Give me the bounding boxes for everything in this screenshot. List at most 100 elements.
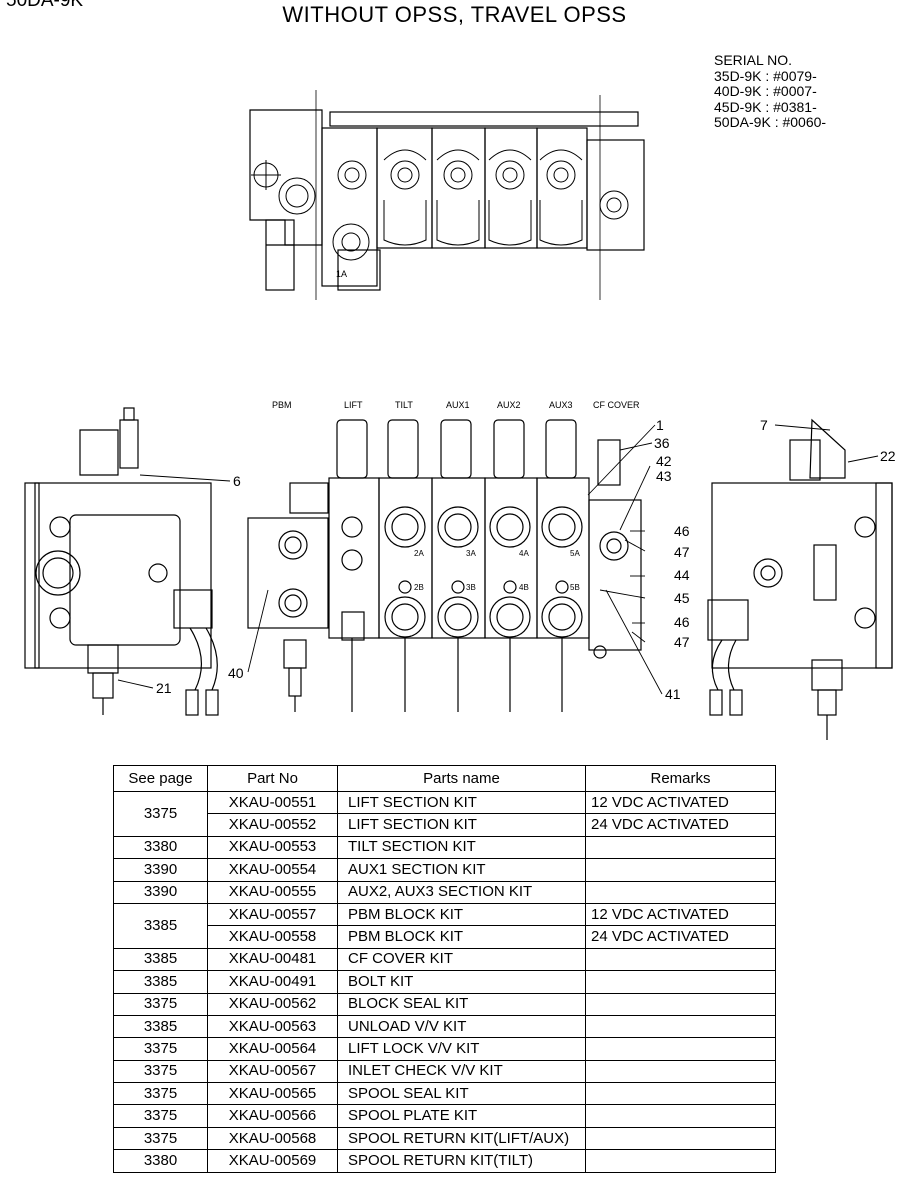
see-page-cell: 3385: [113, 947, 208, 972]
parts-name-cell: LIFT LOCK V/V KIT: [337, 1037, 586, 1061]
callout-40: 40: [228, 665, 244, 681]
valve-drawing: 1A PBM LIFT TILT AUX1 AUX2 AUX3 CF COVER: [24, 90, 896, 740]
port-label-5a: 5A: [570, 549, 580, 558]
parts-name-cell: PBM BLOCK KIT: [337, 925, 586, 949]
remarks-cell: [585, 1037, 776, 1061]
table-header-row: See page Part No Parts name Remarks: [113, 765, 776, 792]
part-no-cell: XKAU-00563: [207, 1014, 338, 1039]
table-row: 3380 XKAU-00553 TILT SECTION KIT: [113, 835, 776, 860]
parts-name-cell: AUX1 SECTION KIT: [337, 858, 586, 882]
section-label-aux2: AUX2: [497, 400, 521, 410]
section-label-lift: LIFT: [344, 400, 363, 410]
left-side-view: [24, 407, 219, 716]
remarks-cell: [585, 1059, 776, 1084]
table-row: 3375 XKAU-00568 SPOOL RETURN KIT(LIFT/AU…: [113, 1126, 776, 1151]
model-label: 50DA-9K: [6, 0, 84, 11]
table-row: 3375 XKAU-00551 LIFT SECTION KIT 12 VDC …: [113, 790, 776, 837]
part-no-cell: XKAU-00565: [207, 1082, 338, 1106]
port-label-3b: 3B: [466, 583, 476, 592]
see-page-cell: 3380: [113, 1149, 208, 1173]
serial-heading: SERIAL NO.: [714, 52, 793, 68]
see-page-cell: 3385: [113, 970, 208, 994]
column-header-parts-name: Parts name: [337, 765, 586, 792]
parts-name-cell: LIFT SECTION KIT: [337, 790, 586, 815]
port-label-4b: 4B: [519, 583, 529, 592]
part-no-cell: XKAU-00555: [207, 880, 338, 904]
table-row: 3385 XKAU-00557 PBM BLOCK KIT 12 VDC ACT…: [113, 902, 776, 949]
section-label-aux1: AUX1: [446, 400, 470, 410]
remarks-cell: [585, 970, 776, 994]
parts-name-cell: BLOCK SEAL KIT: [337, 992, 586, 1016]
part-no-cell: XKAU-00569: [207, 1149, 338, 1173]
part-no-cell: XKAU-00553: [207, 835, 338, 860]
table-row: 3390 XKAU-00554 AUX1 SECTION KIT: [113, 858, 776, 882]
parts-name-cell: BOLT KIT: [337, 970, 586, 994]
right-side-view: [707, 418, 893, 740]
see-page-cell: 3390: [113, 880, 208, 904]
see-page-cell: 3375: [113, 992, 208, 1016]
parts-name-cell: SPOOL RETURN KIT(LIFT/AUX): [337, 1126, 586, 1151]
see-page-cell: 3375: [113, 1082, 208, 1106]
remarks-cell: [585, 992, 776, 1016]
parts-table: See page Part No Parts name Remarks 3375…: [113, 765, 776, 1173]
callout-21: 21: [156, 680, 172, 696]
see-page-cell: 3385: [113, 902, 208, 949]
callout-41: 41: [665, 686, 681, 702]
part-no-cell: XKAU-00554: [207, 858, 338, 882]
callout-6: 6: [233, 473, 241, 489]
see-page-cell: 3380: [113, 835, 208, 860]
table-row: 3375 XKAU-00567 INLET CHECK V/V KIT: [113, 1059, 776, 1084]
callout-43: 43: [656, 468, 672, 484]
front-view: 2A 3A 4A 5A 2B 3B 4B 5B: [247, 419, 642, 712]
table-row: 3385 XKAU-00491 BOLT KIT: [113, 970, 776, 994]
serial-line: 50DA-9K : #0060-: [714, 114, 827, 130]
see-page-cell: 3375: [113, 1059, 208, 1084]
see-page-cell: 3385: [113, 1014, 208, 1039]
callout-46: 46: [674, 523, 690, 539]
serial-line: 40D-9K : #0007-: [714, 83, 817, 99]
table-row: 3385 XKAU-00481 CF COVER KIT: [113, 947, 776, 972]
section-label-cf-cover: CF COVER: [593, 400, 640, 410]
port-label-2a: 2A: [414, 549, 424, 558]
part-no-cell: XKAU-00481: [207, 947, 338, 972]
column-header-remarks: Remarks: [585, 765, 776, 792]
remarks-cell: [585, 1149, 776, 1173]
see-page-cell: 3390: [113, 858, 208, 882]
see-page-cell: 3375: [113, 791, 208, 837]
remarks-cell: [585, 858, 776, 882]
callout-1: 1: [656, 417, 664, 433]
part-no-cell: XKAU-00567: [207, 1059, 338, 1084]
table-row: XKAU-00558 PBM BLOCK KIT 24 VDC ACTIVATE…: [114, 925, 776, 949]
remarks-cell: [585, 1104, 776, 1128]
callout-44: 44: [674, 567, 690, 583]
parts-name-cell: AUX2, AUX3 SECTION KIT: [337, 880, 586, 904]
table-row: XKAU-00552 LIFT SECTION KIT 24 VDC ACTIV…: [114, 813, 776, 837]
remarks-cell: [585, 1014, 776, 1039]
section-label-tilt: TILT: [395, 400, 413, 410]
callout-42: 42: [656, 453, 672, 469]
port-label-1a: 1A: [336, 269, 347, 279]
part-no-cell: XKAU-00557: [207, 902, 338, 927]
see-page-cell: 3375: [113, 1126, 208, 1151]
parts-name-cell: SPOOL SEAL KIT: [337, 1082, 586, 1106]
table-row: 3375 XKAU-00562 BLOCK SEAL KIT: [113, 992, 776, 1016]
remarks-cell: 24 VDC ACTIVATED: [585, 813, 776, 837]
port-label-5b: 5B: [570, 583, 580, 592]
section-label-pbm: PBM: [272, 400, 292, 410]
remarks-cell: 24 VDC ACTIVATED: [585, 925, 776, 949]
port-label-4a: 4A: [519, 549, 529, 558]
part-no-cell: XKAU-00491: [207, 970, 338, 994]
part-no-cell: XKAU-00564: [207, 1037, 338, 1061]
remarks-cell: [585, 1082, 776, 1106]
remarks-cell: [585, 1126, 776, 1151]
table-row: 3380 XKAU-00569 SPOOL RETURN KIT(TILT): [113, 1149, 776, 1173]
remarks-cell: 12 VDC ACTIVATED: [585, 790, 776, 815]
section-label-aux3: AUX3: [549, 400, 573, 410]
callout-36: 36: [654, 435, 670, 451]
part-no-cell: XKAU-00552: [207, 813, 338, 837]
parts-name-cell: UNLOAD V/V KIT: [337, 1014, 586, 1039]
parts-name-cell: LIFT SECTION KIT: [337, 813, 586, 837]
remarks-cell: [585, 947, 776, 972]
part-no-cell: XKAU-00566: [207, 1104, 338, 1128]
table-row: 3375 XKAU-00565 SPOOL SEAL KIT: [113, 1082, 776, 1106]
